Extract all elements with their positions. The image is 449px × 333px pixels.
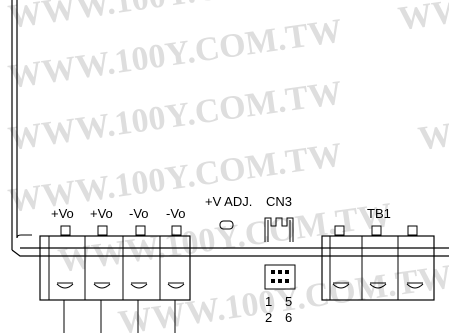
led-vo-minus-1	[135, 225, 146, 236]
cn3-connector	[264, 217, 294, 242]
label-pin-5: 5	[285, 294, 292, 309]
led-vo-plus-2	[97, 225, 108, 236]
pin-header	[264, 264, 296, 290]
led-indicators	[60, 225, 418, 236]
watermark: WWW.100Y.COM.TW	[116, 258, 449, 333]
led-vo-minus-2	[171, 225, 182, 236]
label-pin-1: 1	[265, 294, 272, 309]
component-labels: +Vo +Vo -Vo -Vo +V ADJ. CN3 TB1 1 5 2 6	[51, 194, 391, 325]
terminal-block-tb1	[321, 235, 435, 301]
board-outline	[11, 0, 449, 257]
label-cn3: CN3	[266, 194, 292, 209]
label-pin-6: 6	[285, 310, 292, 325]
watermark: WWW.100Y.COM.TW	[396, 0, 449, 38]
label-vo-plus-2: +Vo	[90, 206, 113, 221]
output-wire-leads	[63, 300, 176, 333]
label-vo-minus-2: -Vo	[166, 206, 186, 221]
led-tb1-2	[371, 225, 382, 236]
led-tb1-1	[334, 225, 345, 236]
label-tb1: TB1	[367, 206, 391, 221]
label-vo-plus-1: +Vo	[51, 206, 74, 221]
label-v-adj: +V ADJ.	[205, 194, 252, 209]
label-vo-minus-1: -Vo	[129, 206, 149, 221]
v-adj-potentiometer	[219, 220, 234, 230]
watermark: WWW.100Y.COM.TW	[416, 74, 449, 157]
terminal-block-output	[39, 235, 191, 301]
led-vo-plus-1	[60, 225, 71, 236]
label-pin-2: 2	[265, 310, 272, 325]
led-tb1-3	[407, 225, 418, 236]
